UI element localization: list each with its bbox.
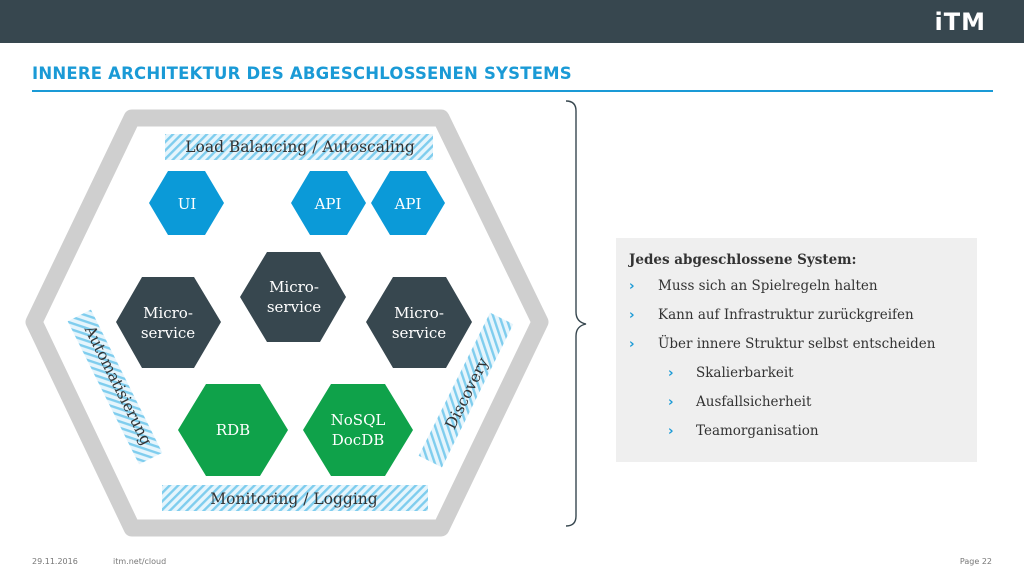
chevron-right-icon: › <box>668 423 674 439</box>
band-right <box>418 312 514 468</box>
microservice-hex-center <box>240 252 346 342</box>
microservice-hex-left <box>116 277 221 368</box>
ms-left-line-2: service <box>141 324 195 342</box>
ui-label: UI <box>178 195 197 213</box>
api-hex-2 <box>371 171 445 235</box>
page-title: INNERE ARCHITEKTUR DES ABGESCHLOSSENEN S… <box>32 64 572 83</box>
chevron-right-icon: › <box>668 365 674 381</box>
footer-page-number: Page 22 <box>959 557 992 566</box>
panel-heading: Jedes abgeschlossene System: <box>629 252 857 268</box>
band-bottom <box>162 485 428 511</box>
band-bottom-label: Monitoring / Logging <box>210 490 377 508</box>
band-top <box>165 134 433 160</box>
info-panel: Jedes abgeschlossene System: › Muss sich… <box>616 238 977 462</box>
footer-date: 29.11.2016 <box>32 557 78 566</box>
api-label-2: API <box>394 195 422 213</box>
chevron-right-icon: › <box>668 394 674 410</box>
top-bar: iTM <box>0 0 1024 43</box>
chevron-right-icon: › <box>629 278 635 294</box>
itm-logo: iTM <box>934 8 986 36</box>
api-label-1: API <box>314 195 342 213</box>
chevron-right-icon: › <box>629 336 635 352</box>
title-divider <box>32 90 993 92</box>
ms-right-line-1: Micro- <box>394 304 444 322</box>
api-hex-1 <box>291 171 366 235</box>
ui-hex <box>149 171 224 235</box>
nosql-line-2: DocDB <box>332 431 385 449</box>
chevron-right-icon: › <box>629 307 635 323</box>
rdb-label: RDB <box>216 421 250 439</box>
ms-center-line-1: Micro- <box>269 278 319 296</box>
band-top-label: Load Balancing / Autoscaling <box>185 138 415 156</box>
curly-brace <box>565 100 587 527</box>
footer-url[interactable]: itm.net/cloud <box>113 557 167 566</box>
ms-center-line-2: service <box>267 298 321 316</box>
microservice-hex-right <box>366 277 472 368</box>
nosql-hex <box>303 384 413 476</box>
nosql-line-1: NoSQL <box>331 411 386 429</box>
band-left <box>67 309 163 465</box>
rdb-hex <box>178 384 288 476</box>
ms-right-line-2: service <box>392 324 446 342</box>
ms-left-line-1: Micro- <box>143 304 193 322</box>
